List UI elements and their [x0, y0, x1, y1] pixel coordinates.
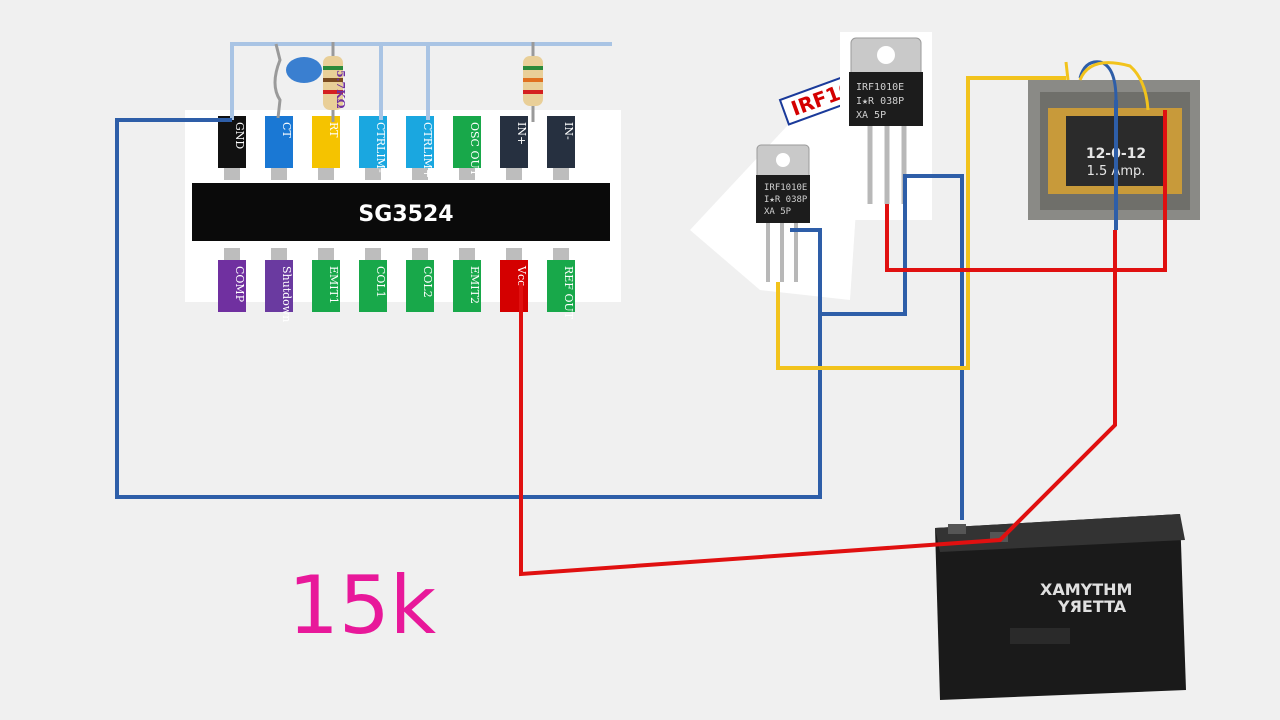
pin-label: COL2 [421, 266, 434, 298]
mosfet-right-body [849, 72, 923, 126]
pin-leg [506, 248, 522, 260]
battery-body [935, 514, 1186, 700]
wire-ground-mosfet-left [790, 228, 822, 314]
pin-label: EMIT1 [327, 266, 340, 304]
pin-in- [547, 116, 575, 168]
band [323, 78, 343, 82]
pin-label: CTRLIM- [374, 122, 387, 173]
mosfet-left-hole [776, 153, 790, 167]
mosfet-left-line2: I★R 038P [764, 195, 808, 205]
band [523, 66, 543, 70]
pin-leg [271, 168, 287, 180]
resistor-rt-label: 5.7KΩ [334, 70, 347, 109]
battery-terminal-negative [948, 524, 966, 534]
sg3524-module: SG3524 GND CT RT CTRLIM- CTRLIM+ OSC OUT IN+ IN… [185, 110, 621, 322]
bottom-pin-row: COMP Shutdown EMIT1 COL1 COL2 EMIT2 Vcc REF OUT [218, 248, 575, 322]
battery-brand-1: XAMYTHM [1040, 580, 1132, 599]
pin-emit2 [453, 260, 481, 312]
band [523, 78, 543, 82]
pin-label: COMP [233, 266, 246, 303]
resistor-value-label: 15k [288, 559, 437, 652]
pin-label: OSC OUT [468, 122, 481, 177]
capacitor-lead [273, 43, 282, 119]
band [523, 90, 543, 94]
wire-yellow [776, 76, 1066, 370]
wire-drain-red [885, 110, 1167, 272]
pin-leg [224, 248, 240, 260]
pin-label: IN- [562, 122, 575, 140]
pin-label: RT [327, 122, 340, 138]
pin-label: CTRLIM+ [421, 122, 434, 178]
pin-col2 [406, 260, 434, 312]
pin-label: COL1 [374, 266, 387, 298]
pin-label: CT [280, 122, 293, 138]
mosfet-left-line3: XA 5P [764, 207, 792, 217]
band [323, 66, 343, 70]
pin-leg [224, 168, 240, 180]
pin-leg [459, 168, 475, 180]
pin-leg [318, 168, 334, 180]
pin-ref-out [547, 260, 575, 312]
pin-col1 [359, 260, 387, 312]
mosfet-right-line3: XA 5P [856, 110, 886, 121]
light-blue-bus [230, 42, 612, 120]
ic-body [192, 183, 610, 241]
battery-terminal-positive [990, 532, 1008, 542]
battery-top [935, 514, 1185, 552]
mosfet-right-line2: I★R 038P [856, 96, 904, 107]
pin-leg [412, 248, 428, 260]
transformer-lead [1064, 61, 1070, 81]
pin-in- [500, 116, 528, 168]
pin-label: IN+ [515, 122, 528, 145]
mosfet-right: IRF1010E I★R 038P XA 5P [840, 32, 932, 220]
pin-leg [553, 168, 569, 180]
wire-vcc-red [519, 230, 1117, 577]
pin-leg [506, 168, 522, 180]
battery: XAMYTHM YЯETTA [935, 514, 1186, 700]
pin-rt [312, 116, 340, 168]
mosfet-right-part: IRF1010E [856, 82, 904, 93]
pin-leg [365, 248, 381, 260]
ic-name: SG3524 [358, 202, 453, 227]
resistor-in-plus [523, 42, 543, 122]
transformer-lead-yellow [1078, 61, 1150, 111]
pin-shutdown [265, 260, 293, 312]
capacitor [273, 43, 322, 119]
pin-ct [265, 116, 293, 168]
mosfet-left-body [756, 175, 810, 223]
pin-label: Shutdown [280, 266, 293, 322]
pin-gnd [218, 116, 246, 168]
pin-ctrlim- [359, 116, 387, 168]
pin-leg [271, 248, 287, 260]
pin-emit1 [312, 260, 340, 312]
mosfet-right-hole [877, 46, 895, 64]
pin-leg [459, 248, 475, 260]
pin-osc-out [453, 116, 481, 168]
pin-label: EMIT2 [468, 266, 481, 304]
pin-label: GND [233, 122, 246, 149]
pin-leg [553, 248, 569, 260]
capacitor-body [286, 57, 322, 83]
pin-leg [318, 248, 334, 260]
pin-ctrlim- [406, 116, 434, 168]
pin-label: REF OUT [562, 266, 575, 320]
bus-line [230, 42, 612, 120]
pin-comp [218, 260, 246, 312]
battery-label-area [1010, 628, 1070, 644]
pin-vcc [500, 260, 528, 312]
band [323, 90, 343, 94]
mosfet-left-part: IRF1010E [764, 183, 807, 193]
pin-label: Vcc [515, 265, 528, 286]
battery-brand-2: YЯETTA [1057, 597, 1127, 616]
pin-leg [412, 168, 428, 180]
top-pin-row: GND CT RT CTRLIM- CTRLIM+ OSC OUT IN+ IN- [218, 116, 575, 180]
pin-leg [365, 168, 381, 180]
resistor-rt: 5.7KΩ [323, 42, 347, 122]
